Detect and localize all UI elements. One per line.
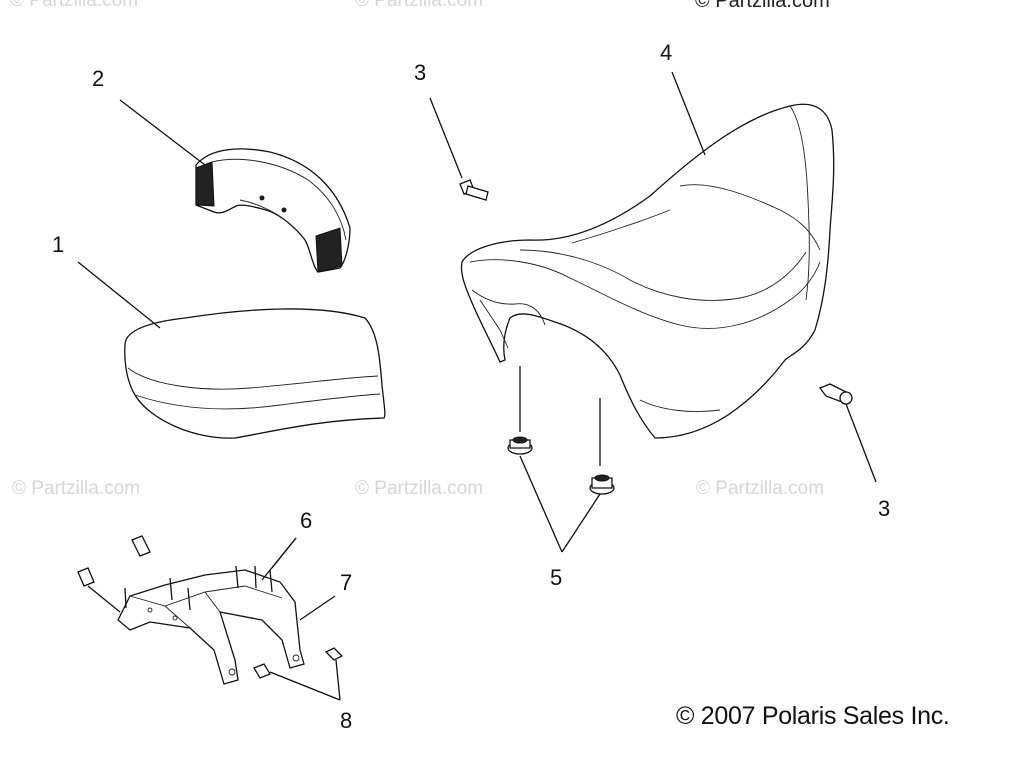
part-7-seat-bracket (117, 565, 305, 685)
leader-lines (77, 71, 877, 701)
part-3-bolt-right (818, 383, 853, 405)
callout-2: 2 (92, 66, 105, 91)
watermark-top-mid: © Partzilla.com (355, 0, 484, 11)
callout-4: 4 (660, 40, 673, 65)
watermark-top-left: © Partzilla.com (10, 0, 139, 11)
watermark-top-right: © Partzilla.com (695, 0, 830, 12)
callout-6: 6 (300, 508, 313, 533)
callout-8: 8 (340, 708, 353, 733)
watermark-mid-left: © Partzilla.com (12, 478, 141, 499)
callout-1: 1 (52, 232, 65, 257)
watermark-mid-right: © Partzilla.com (696, 478, 825, 499)
callout-5: 5 (550, 565, 563, 590)
part-4-driver-seat (460, 103, 835, 439)
part-8-bolts (77, 535, 344, 679)
part-5-grommet-right (589, 474, 615, 495)
callout-3-top: 3 (414, 60, 427, 85)
callout-7: 7 (340, 570, 353, 595)
part-1-passenger-seat (124, 308, 386, 439)
callout-3-right: 3 (878, 496, 891, 521)
part-5-grommet-left (507, 436, 533, 455)
watermark-mid-center: © Partzilla.com (355, 478, 484, 499)
part-3-bolt-top (459, 179, 489, 201)
copyright-notice: © 2007 Polaris Sales Inc. (676, 702, 950, 730)
part-2-backrest-pad (195, 148, 351, 273)
